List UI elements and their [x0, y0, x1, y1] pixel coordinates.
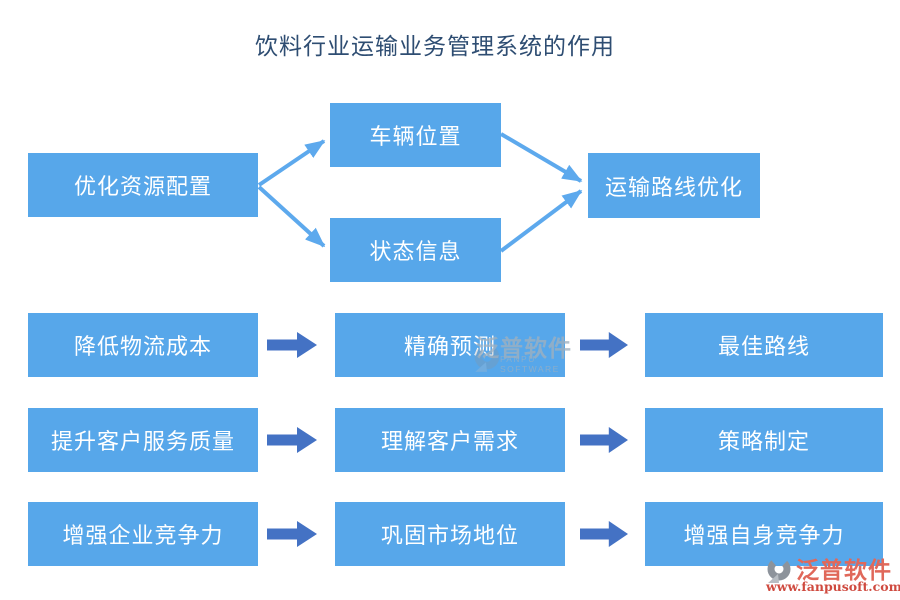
- logo-website-text: www.fanpusoft.com: [766, 579, 900, 594]
- block-arrow-icon: [267, 427, 317, 453]
- logo-brand-text: 泛普软件: [796, 557, 892, 583]
- node-understand-customer-needs: 理解客户需求: [335, 408, 565, 472]
- node-reduce-logistics-cost: 降低物流成本: [28, 313, 258, 377]
- arrow-vehicle-to-route: [499, 132, 583, 183]
- node-improve-service-quality: 提升客户服务质量: [28, 408, 258, 472]
- block-arrow-icon: [267, 332, 317, 358]
- arrow-status-to-route: [499, 189, 583, 253]
- block-arrow-icon: [267, 521, 317, 547]
- arrow-source-to-vehicle: [257, 139, 326, 187]
- block-arrow-icon: [580, 427, 628, 453]
- block-arrow-icon: [580, 332, 628, 358]
- page-title: 饮料行业运输业务管理系统的作用: [255, 34, 615, 60]
- node-strategy-making: 策略制定: [645, 408, 883, 472]
- fanpu-logo-icon: [767, 557, 791, 583]
- node-strengthen-own-competitiveness: 增强自身竞争力: [645, 502, 883, 566]
- node-best-route: 最佳路线: [645, 313, 883, 377]
- node-vehicle-position: 车辆位置: [330, 103, 501, 167]
- node-status-info: 状态信息: [330, 218, 501, 282]
- arrow-source-to-status: [257, 185, 326, 248]
- block-arrow-icon: [580, 521, 628, 547]
- node-route-optimization: 运输路线优化: [588, 153, 760, 218]
- node-consolidate-market-position: 巩固市场地位: [335, 502, 565, 566]
- node-accurate-forecast: 精确预测: [335, 313, 565, 377]
- node-optimize-resources: 优化资源配置: [28, 153, 258, 217]
- fanpu-logo: 泛普软件 www.fanpusoft.com: [766, 553, 900, 595]
- node-enhance-competitiveness: 增强企业竞争力: [28, 502, 258, 566]
